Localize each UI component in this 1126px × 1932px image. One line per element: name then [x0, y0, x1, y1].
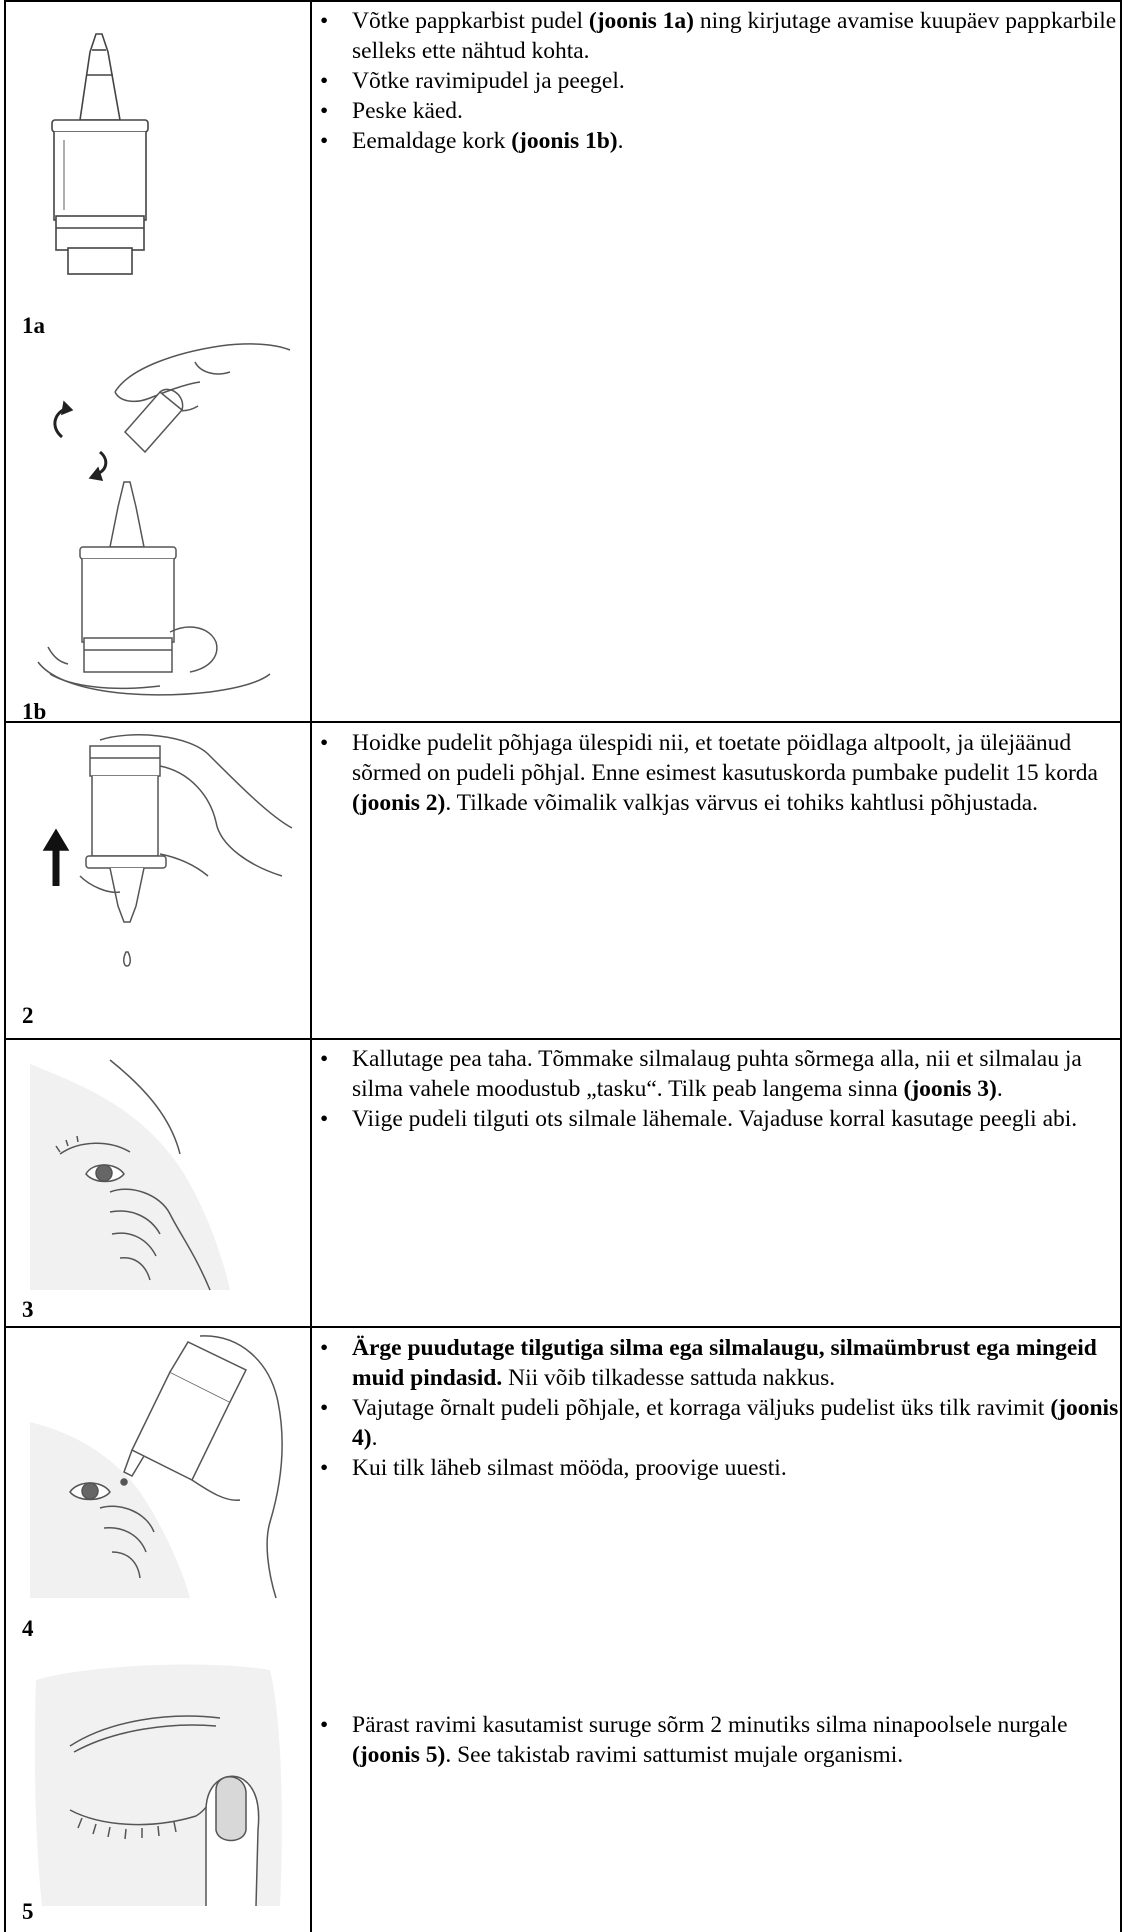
figure-label-1b: 1b — [22, 700, 46, 723]
row-divider-3 — [4, 1326, 1122, 1328]
illustration-bottle-pump — [20, 726, 300, 986]
list-item: Kallutage pea taha. Tõmmake silmalaug pu… — [316, 1044, 1120, 1104]
step-1-instructions: Võtke pappkarbist pudel (joonis 1a) ning… — [316, 6, 1120, 156]
step-2-instructions: Hoidke pudelit põhjaga ülespidi nii, et … — [316, 728, 1120, 818]
table-border-top — [4, 0, 1122, 2]
illustration-press-eye-corner — [30, 1660, 290, 1910]
list-item: Hoidke pudelit põhjaga ülespidi nii, et … — [316, 728, 1120, 818]
step-4-instructions: Ärge puudutage tilgutiga silma ega silma… — [316, 1333, 1120, 1483]
figure-label-4: 4 — [22, 1617, 34, 1640]
step-5-instructions: Pärast ravimi kasutamist suruge sõrm 2 m… — [316, 1710, 1120, 1770]
illustration-eyelid-pull — [20, 1044, 300, 1294]
figure-label-2: 2 — [22, 1004, 34, 1027]
illustration-cap-removal — [20, 332, 300, 702]
table-border-left — [4, 0, 6, 1932]
list-item: Kui tilk läheb silmast mööda, proovige u… — [316, 1453, 1120, 1483]
list-item: Võtke ravimipudel ja peegel. — [316, 66, 1120, 96]
list-item: Ärge puudutage tilgutiga silma ega silma… — [316, 1333, 1120, 1393]
column-divider — [310, 0, 312, 1932]
list-item: Viige pudeli tilguti ots silmale lähemal… — [316, 1104, 1120, 1134]
list-item: Peske käed. — [316, 96, 1120, 126]
illustration-bottle-closed — [40, 20, 160, 280]
list-item: Eemaldage kork (joonis 1b). — [316, 126, 1120, 156]
list-item: Vajutage õrnalt pudeli põhjale, et korra… — [316, 1393, 1120, 1453]
row-divider-1 — [4, 721, 1122, 723]
figure-label-5: 5 — [22, 1900, 34, 1923]
list-item: Pärast ravimi kasutamist suruge sõrm 2 m… — [316, 1710, 1120, 1770]
row-divider-2 — [4, 1038, 1122, 1040]
list-item: Võtke pappkarbist pudel (joonis 1a) ning… — [316, 6, 1120, 66]
illustration-drop-instillation — [20, 1332, 300, 1602]
step-3-instructions: Kallutage pea taha. Tõmmake silmalaug pu… — [316, 1044, 1120, 1134]
figure-label-3: 3 — [22, 1298, 34, 1321]
table-border-right — [1120, 0, 1122, 1932]
